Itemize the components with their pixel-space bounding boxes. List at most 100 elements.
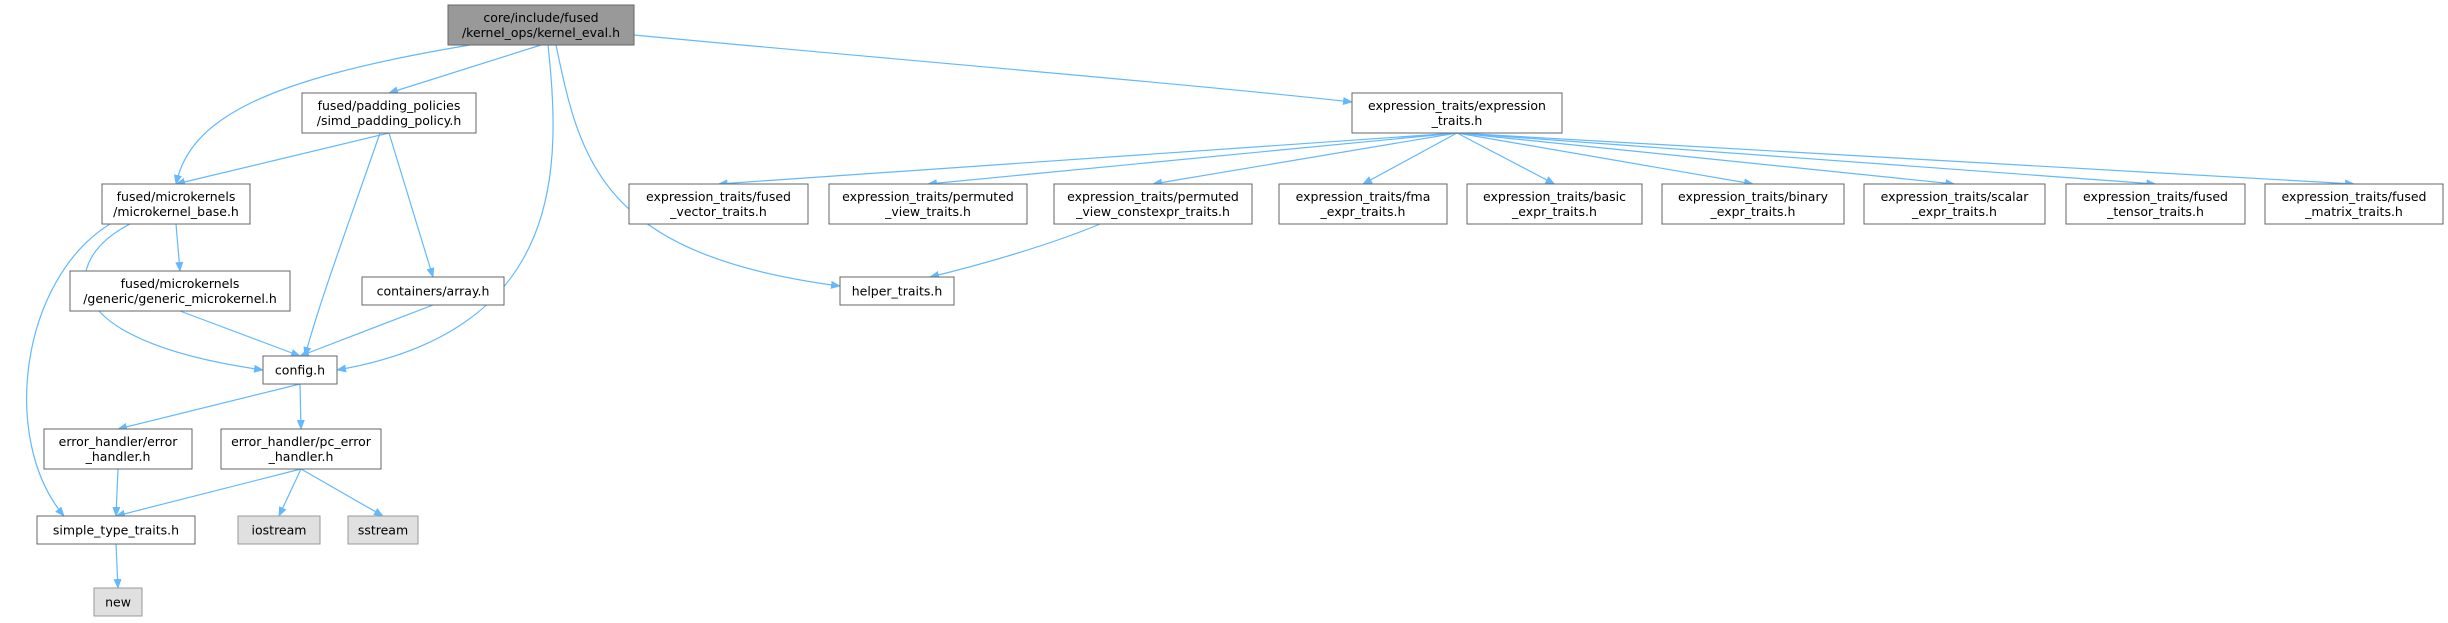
edge-config-to-pceh xyxy=(296,383,305,430)
node-box-binary xyxy=(1661,183,1845,225)
node-box-root xyxy=(447,4,635,46)
node-box-pceh xyxy=(220,428,382,470)
node-box-fma xyxy=(1278,183,1448,225)
node-root[interactable]: core/include/fused/kernel_ops/kernel_eva… xyxy=(447,4,635,46)
node-label-generic-line-1: /generic/generic_microkernel.h xyxy=(83,291,277,306)
edge-config-to-eh xyxy=(117,383,301,431)
edge-padding-to-array xyxy=(388,132,435,278)
edge-stt-to-new xyxy=(113,543,122,589)
node-basic[interactable]: expression_traits/basic_expr_traits.h xyxy=(1466,183,1643,225)
node-new: new xyxy=(93,587,143,617)
edge-pceh-to-iostream xyxy=(278,468,302,517)
node-box-scalar xyxy=(1863,183,2046,225)
node-ftt[interactable]: expression_traits/fused_tensor_traits.h xyxy=(2065,183,2246,225)
node-box-array xyxy=(361,276,505,306)
node-pvct[interactable]: expression_traits/permuted_view_constexp… xyxy=(1053,183,1253,225)
edge-et-to-ftt xyxy=(1456,132,2157,188)
node-label-basic-line-0: expression_traits/basic xyxy=(1483,189,1626,204)
node-label-padding-line-0: fused/padding_policies xyxy=(318,98,461,113)
node-et[interactable]: expression_traits/expression_traits.h xyxy=(1351,92,1563,134)
node-fvt[interactable]: expression_traits/fused_vector_traits.h xyxy=(628,183,809,225)
node-box-fvt xyxy=(628,183,809,225)
node-label-pvt-line-0: expression_traits/permuted xyxy=(842,189,1014,204)
node-box-new xyxy=(93,587,143,617)
edge-root-to-config xyxy=(336,44,554,373)
node-label-binary-line-1: _expr_traits.h xyxy=(1710,204,1796,219)
edge-array-to-config xyxy=(299,304,434,357)
node-label-sstream-line-0: sstream xyxy=(358,523,408,538)
node-label-fma-line-1: _expr_traits.h xyxy=(1320,204,1406,219)
edge-et-to-scalar xyxy=(1456,132,1956,188)
node-box-helper xyxy=(839,276,955,306)
node-label-pvct-line-1: _view_constexpr_traits.h xyxy=(1075,204,1230,219)
node-iostream: iostream xyxy=(237,515,321,545)
node-label-pceh-line-1: _handler.h xyxy=(268,449,334,464)
node-box-generic xyxy=(69,270,291,312)
node-config[interactable]: config.h xyxy=(262,355,338,385)
node-label-binary-line-0: expression_traits/binary xyxy=(1678,189,1829,204)
edges-layer xyxy=(26,34,2355,589)
edge-et-to-pvt xyxy=(927,132,1458,188)
node-label-scalar-line-0: expression_traits/scalar xyxy=(1881,189,2030,204)
edge-et-to-fvt xyxy=(717,132,1458,188)
node-label-eh-line-0: error_handler/error xyxy=(59,434,179,449)
node-box-ftt xyxy=(2065,183,2246,225)
node-fma[interactable]: expression_traits/fma_expr_traits.h xyxy=(1278,183,1448,225)
node-label-scalar-line-1: _expr_traits.h xyxy=(1911,204,1997,219)
edge-et-to-pvct xyxy=(1152,132,1458,187)
node-label-fvt-line-1: _vector_traits.h xyxy=(669,204,767,219)
edge-root-to-padding xyxy=(388,44,542,95)
node-box-et xyxy=(1351,92,1563,134)
node-box-padding xyxy=(301,92,477,134)
node-box-pvt xyxy=(828,183,1028,225)
node-pvt[interactable]: expression_traits/permuted_view_traits.h xyxy=(828,183,1028,225)
node-box-iostream xyxy=(237,515,321,545)
node-box-pvct xyxy=(1053,183,1253,225)
node-label-config-line-0: config.h xyxy=(275,363,325,378)
node-fmt[interactable]: expression_traits/fused_matrix_traits.h xyxy=(2264,183,2444,225)
edge-root-to-helper xyxy=(555,44,841,289)
edge-pvct-to-helper xyxy=(929,223,1101,279)
edge-generic-to-config xyxy=(179,310,301,357)
node-label-pvt-line-1: _view_traits.h xyxy=(884,204,971,219)
node-label-pceh-line-0: error_handler/pc_error xyxy=(231,434,372,449)
node-label-basic-line-1: _expr_traits.h xyxy=(1511,204,1597,219)
edge-et-to-fmt xyxy=(1456,132,2355,188)
node-label-fvt-line-0: expression_traits/fused xyxy=(646,189,791,204)
edge-padding-to-config xyxy=(303,132,381,357)
node-box-basic xyxy=(1466,183,1643,225)
node-box-sstream xyxy=(347,515,419,545)
node-label-mkbase-line-1: /microkernel_base.h xyxy=(113,204,239,219)
edge-et-to-binary xyxy=(1456,132,1754,187)
edge-pceh-to-sstream xyxy=(300,468,384,517)
node-stt[interactable]: simple_type_traits.h xyxy=(36,515,196,545)
node-label-et-line-1: _traits.h xyxy=(1431,113,1483,128)
nodes-layer: core/include/fused/kernel_ops/kernel_eva… xyxy=(36,4,2444,617)
node-scalar[interactable]: expression_traits/scalar_expr_traits.h xyxy=(1863,183,2046,225)
node-mkbase[interactable]: fused/microkernels/microkernel_base.h xyxy=(101,183,251,225)
node-label-array-line-0: containers/array.h xyxy=(377,284,490,299)
edge-root-to-mkbase xyxy=(174,44,471,185)
node-label-eh-line-1: _handler.h xyxy=(85,449,151,464)
node-label-helper-line-0: helper_traits.h xyxy=(852,284,943,299)
node-label-iostream-line-0: iostream xyxy=(252,523,307,538)
node-helper[interactable]: helper_traits.h xyxy=(839,276,955,306)
node-label-stt-line-0: simple_type_traits.h xyxy=(53,523,179,538)
node-label-fma-line-0: expression_traits/fma xyxy=(1296,189,1431,204)
node-pceh[interactable]: error_handler/pc_error_handler.h xyxy=(220,428,382,470)
node-binary[interactable]: expression_traits/binary_expr_traits.h xyxy=(1661,183,1845,225)
node-padding[interactable]: fused/padding_policies/simd_padding_poli… xyxy=(301,92,477,134)
node-label-padding-line-1: /simd_padding_policy.h xyxy=(317,113,462,128)
node-label-generic-line-0: fused/microkernels xyxy=(121,276,240,291)
node-box-eh xyxy=(43,428,193,470)
edge-padding-to-mkbase xyxy=(175,132,390,186)
node-eh[interactable]: error_handler/error_handler.h xyxy=(43,428,193,470)
node-label-pvct-line-0: expression_traits/permuted xyxy=(1067,189,1239,204)
edge-et-to-fma xyxy=(1362,132,1458,185)
node-array[interactable]: containers/array.h xyxy=(361,276,505,306)
edge-mkbase-to-generic xyxy=(175,223,184,272)
node-generic[interactable]: fused/microkernels/generic/generic_micro… xyxy=(69,270,291,312)
node-label-new-line-0: new xyxy=(105,595,131,610)
edge-root-to-et xyxy=(633,34,1353,105)
